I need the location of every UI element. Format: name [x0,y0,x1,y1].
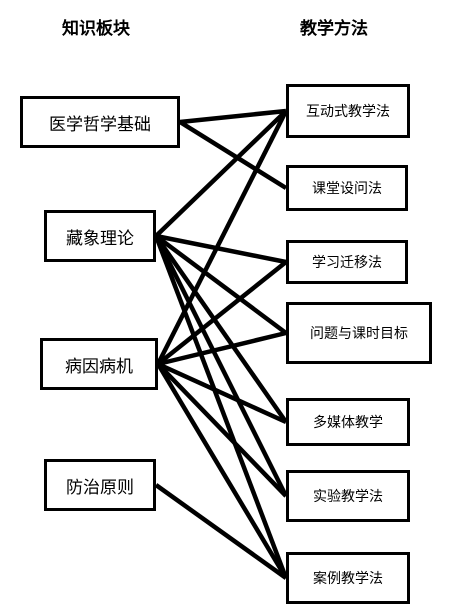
method-box-case-based: 案例教学法 [286,552,410,604]
knowledge-box-medical-philosophy: 医学哲学基础 [20,96,180,148]
link-k3-m6 [156,362,288,498]
method-label: 案例教学法 [313,571,383,587]
method-label: 实验教学法 [313,489,383,505]
method-label: 多媒体教学 [313,415,383,431]
method-box-experimental: 实验教学法 [286,470,410,522]
method-box-problem-lesson-goals: 问题与课时目标 [286,302,432,364]
link-k3-m5 [157,361,287,425]
method-box-interactive: 互动式教学法 [286,84,410,138]
knowledge-column-header: 知识板块 [62,19,130,39]
method-box-learning-transfer: 学习迁移法 [286,240,408,284]
knowledge-box-prevention-principles: 防治原则 [44,459,156,511]
method-label: 学习迁移法 [312,255,382,271]
link-k2-m6 [153,234,289,498]
link-k2-m5 [154,234,288,424]
methods-column-header: 教学方法 [300,19,368,39]
link-k2-m3 [155,233,287,265]
knowledge-label: 藏象理论 [66,228,134,249]
method-box-multimedia: 多媒体教学 [286,398,410,446]
method-box-classroom-questioning: 课堂设问法 [286,165,408,211]
knowledge-box-zangxiang-theory: 藏象理论 [44,210,156,262]
link-k3-m4 [157,330,287,367]
knowledge-label: 防治原则 [66,477,134,498]
link-k1-m2 [178,120,288,190]
method-label: 互动式教学法 [306,104,390,120]
link-k3-m7 [156,362,288,580]
link-k4-m7 [154,483,288,580]
method-label: 课堂设问法 [312,181,382,197]
link-k2-m4 [154,234,288,335]
knowledge-box-etiology-pathogenesis: 病因病机 [40,338,158,390]
knowledge-label: 病因病机 [65,356,133,377]
method-label: 问题与课时目标 [310,326,408,342]
link-k2-m1 [154,109,288,238]
link-k3-m1 [155,109,289,366]
link-k1-m1 [179,108,287,125]
knowledge-label: 医学哲学基础 [49,114,151,135]
link-k2-m7 [153,235,289,579]
link-k3-m3 [156,260,288,366]
